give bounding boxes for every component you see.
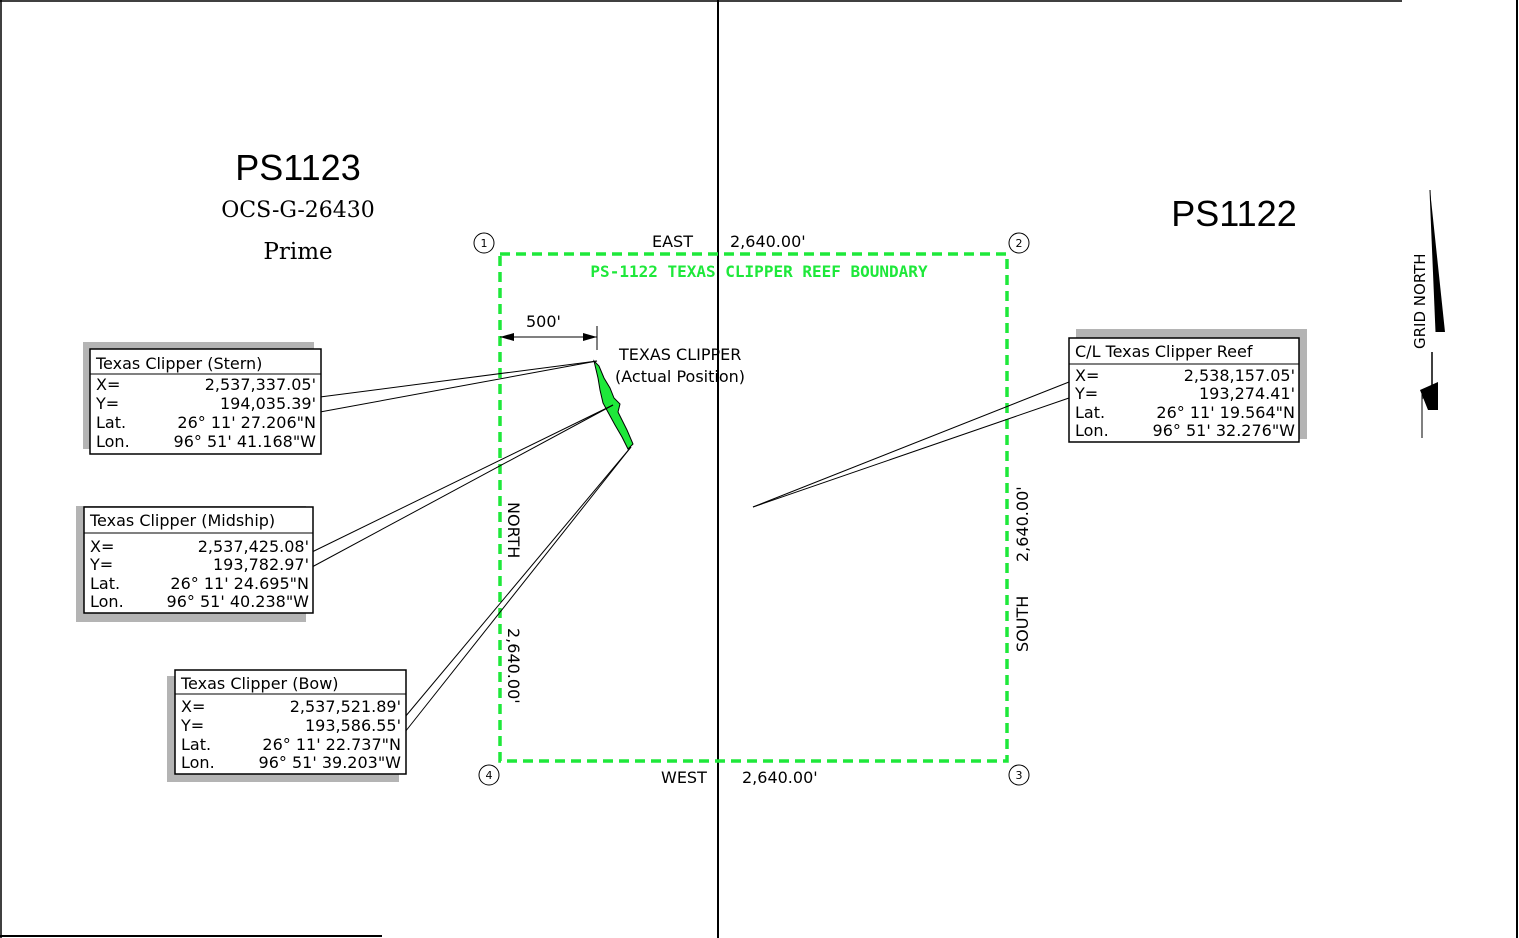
svg-text:Y=: Y= (89, 555, 113, 574)
svg-text:1: 1 (481, 237, 488, 250)
left-block-status: Prime (263, 239, 332, 265)
svg-text:4: 4 (486, 769, 493, 782)
svg-text:193,782.97': 193,782.97' (213, 555, 309, 574)
callout-stern-title: Texas Clipper (Stern) (95, 354, 262, 373)
left-block-lease: OCS-G-26430 (221, 198, 375, 223)
svg-text:2,538,157.05': 2,538,157.05' (1184, 366, 1295, 385)
south-side-distance: 2,640.00' (1013, 486, 1032, 562)
svg-text:26° 11' 24.695"N: 26° 11' 24.695"N (170, 574, 309, 593)
callout-bow-title: Texas Clipper (Bow) (180, 674, 339, 693)
svg-text:2,537,521.89': 2,537,521.89' (290, 697, 401, 716)
svg-text:2,537,425.08': 2,537,425.08' (198, 537, 309, 556)
reef-boundary-label: PS-1122 TEXAS CLIPPER REEF BOUNDARY (590, 262, 928, 281)
bow-leader (404, 446, 632, 733)
north-arrow: GRID NORTH (1411, 189, 1445, 438)
vessel-note: (Actual Position) (615, 367, 745, 386)
svg-text:194,035.39': 194,035.39' (220, 394, 316, 413)
svg-text:Lon.: Lon. (1075, 421, 1109, 440)
corner-marker-4: 4 (478, 764, 500, 786)
svg-text:96° 51' 32.276"W: 96° 51' 32.276"W (1153, 421, 1296, 440)
callout-reef: C/L Texas Clipper Reef X= 2,538,157.05' … (1068, 329, 1307, 443)
midship-leader (311, 404, 614, 568)
svg-text:Lat.: Lat. (90, 574, 120, 593)
reef-boundary-rect (498, 252, 1009, 763)
corner-marker-2: 2 (1008, 232, 1030, 254)
svg-text:Lon.: Lon. (90, 592, 124, 611)
corner-marker-1: 1 (473, 232, 495, 254)
svg-text:Y=: Y= (180, 716, 204, 735)
callout-reef-title: C/L Texas Clipper Reef (1075, 342, 1253, 361)
svg-text:193,586.55': 193,586.55' (305, 716, 401, 735)
svg-text:X=: X= (181, 697, 205, 716)
callout-bow: Texas Clipper (Bow) X= 2,537,521.89' Y= … (167, 669, 407, 782)
svg-text:Lon.: Lon. (181, 753, 215, 772)
svg-text:Y=: Y= (95, 394, 119, 413)
right-block-title: PS1122 (1171, 193, 1296, 234)
svg-text:X=: X= (96, 375, 120, 394)
svg-text:26° 11' 22.737"N: 26° 11' 22.737"N (262, 735, 401, 754)
callout-stern: Texas Clipper (Stern) X= 2,537,337.05' Y… (83, 342, 322, 455)
reef-leader (752, 381, 1070, 508)
svg-text:193,274.41': 193,274.41' (1199, 384, 1295, 403)
north-side-label: NORTH (504, 502, 523, 558)
svg-text:X=: X= (90, 537, 114, 556)
left-block-title: PS1123 (235, 147, 360, 188)
svg-text:96° 51' 40.238"W: 96° 51' 40.238"W (167, 592, 310, 611)
west-side-distance: 2,640.00' (742, 768, 818, 787)
north-arrow-icon (1430, 190, 1445, 332)
svg-text:Lat.: Lat. (1075, 403, 1105, 422)
callout-midship: Texas Clipper (Midship) X= 2,537,425.08'… (76, 506, 314, 622)
vessel-name: TEXAS CLIPPER (618, 345, 741, 364)
south-side-label: SOUTH (1013, 596, 1032, 652)
svg-text:2: 2 (1016, 237, 1023, 250)
callout-midship-title: Texas Clipper (Midship) (89, 511, 275, 530)
svg-text:Lat.: Lat. (181, 735, 211, 754)
svg-text:2,537,337.05': 2,537,337.05' (205, 375, 316, 394)
east-side-distance: 2,640.00' (730, 232, 806, 251)
stern-leader (319, 360, 598, 413)
svg-text:96° 51' 39.203"W: 96° 51' 39.203"W (259, 753, 402, 772)
svg-text:X=: X= (1075, 366, 1099, 385)
west-side-label: WEST (661, 768, 707, 787)
svg-text:500': 500' (526, 312, 561, 331)
svg-text:26° 11' 19.564"N: 26° 11' 19.564"N (1156, 403, 1295, 422)
svg-text:Y=: Y= (1074, 384, 1098, 403)
north-arrow-label: GRID NORTH (1411, 253, 1429, 349)
vessel-shape (593, 359, 634, 450)
svg-text:3: 3 (1016, 769, 1023, 782)
svg-text:96° 51' 41.168"W: 96° 51' 41.168"W (174, 432, 317, 451)
east-side-label: EAST (652, 232, 693, 251)
svg-text:Lon.: Lon. (96, 432, 130, 451)
corner-marker-3: 3 (1008, 764, 1030, 786)
north-side-distance: 2,640.00' (504, 628, 523, 704)
dimension-500: 500' (500, 312, 598, 350)
svg-text:Lat.: Lat. (96, 413, 126, 432)
svg-text:26° 11' 27.206"N: 26° 11' 27.206"N (177, 413, 316, 432)
